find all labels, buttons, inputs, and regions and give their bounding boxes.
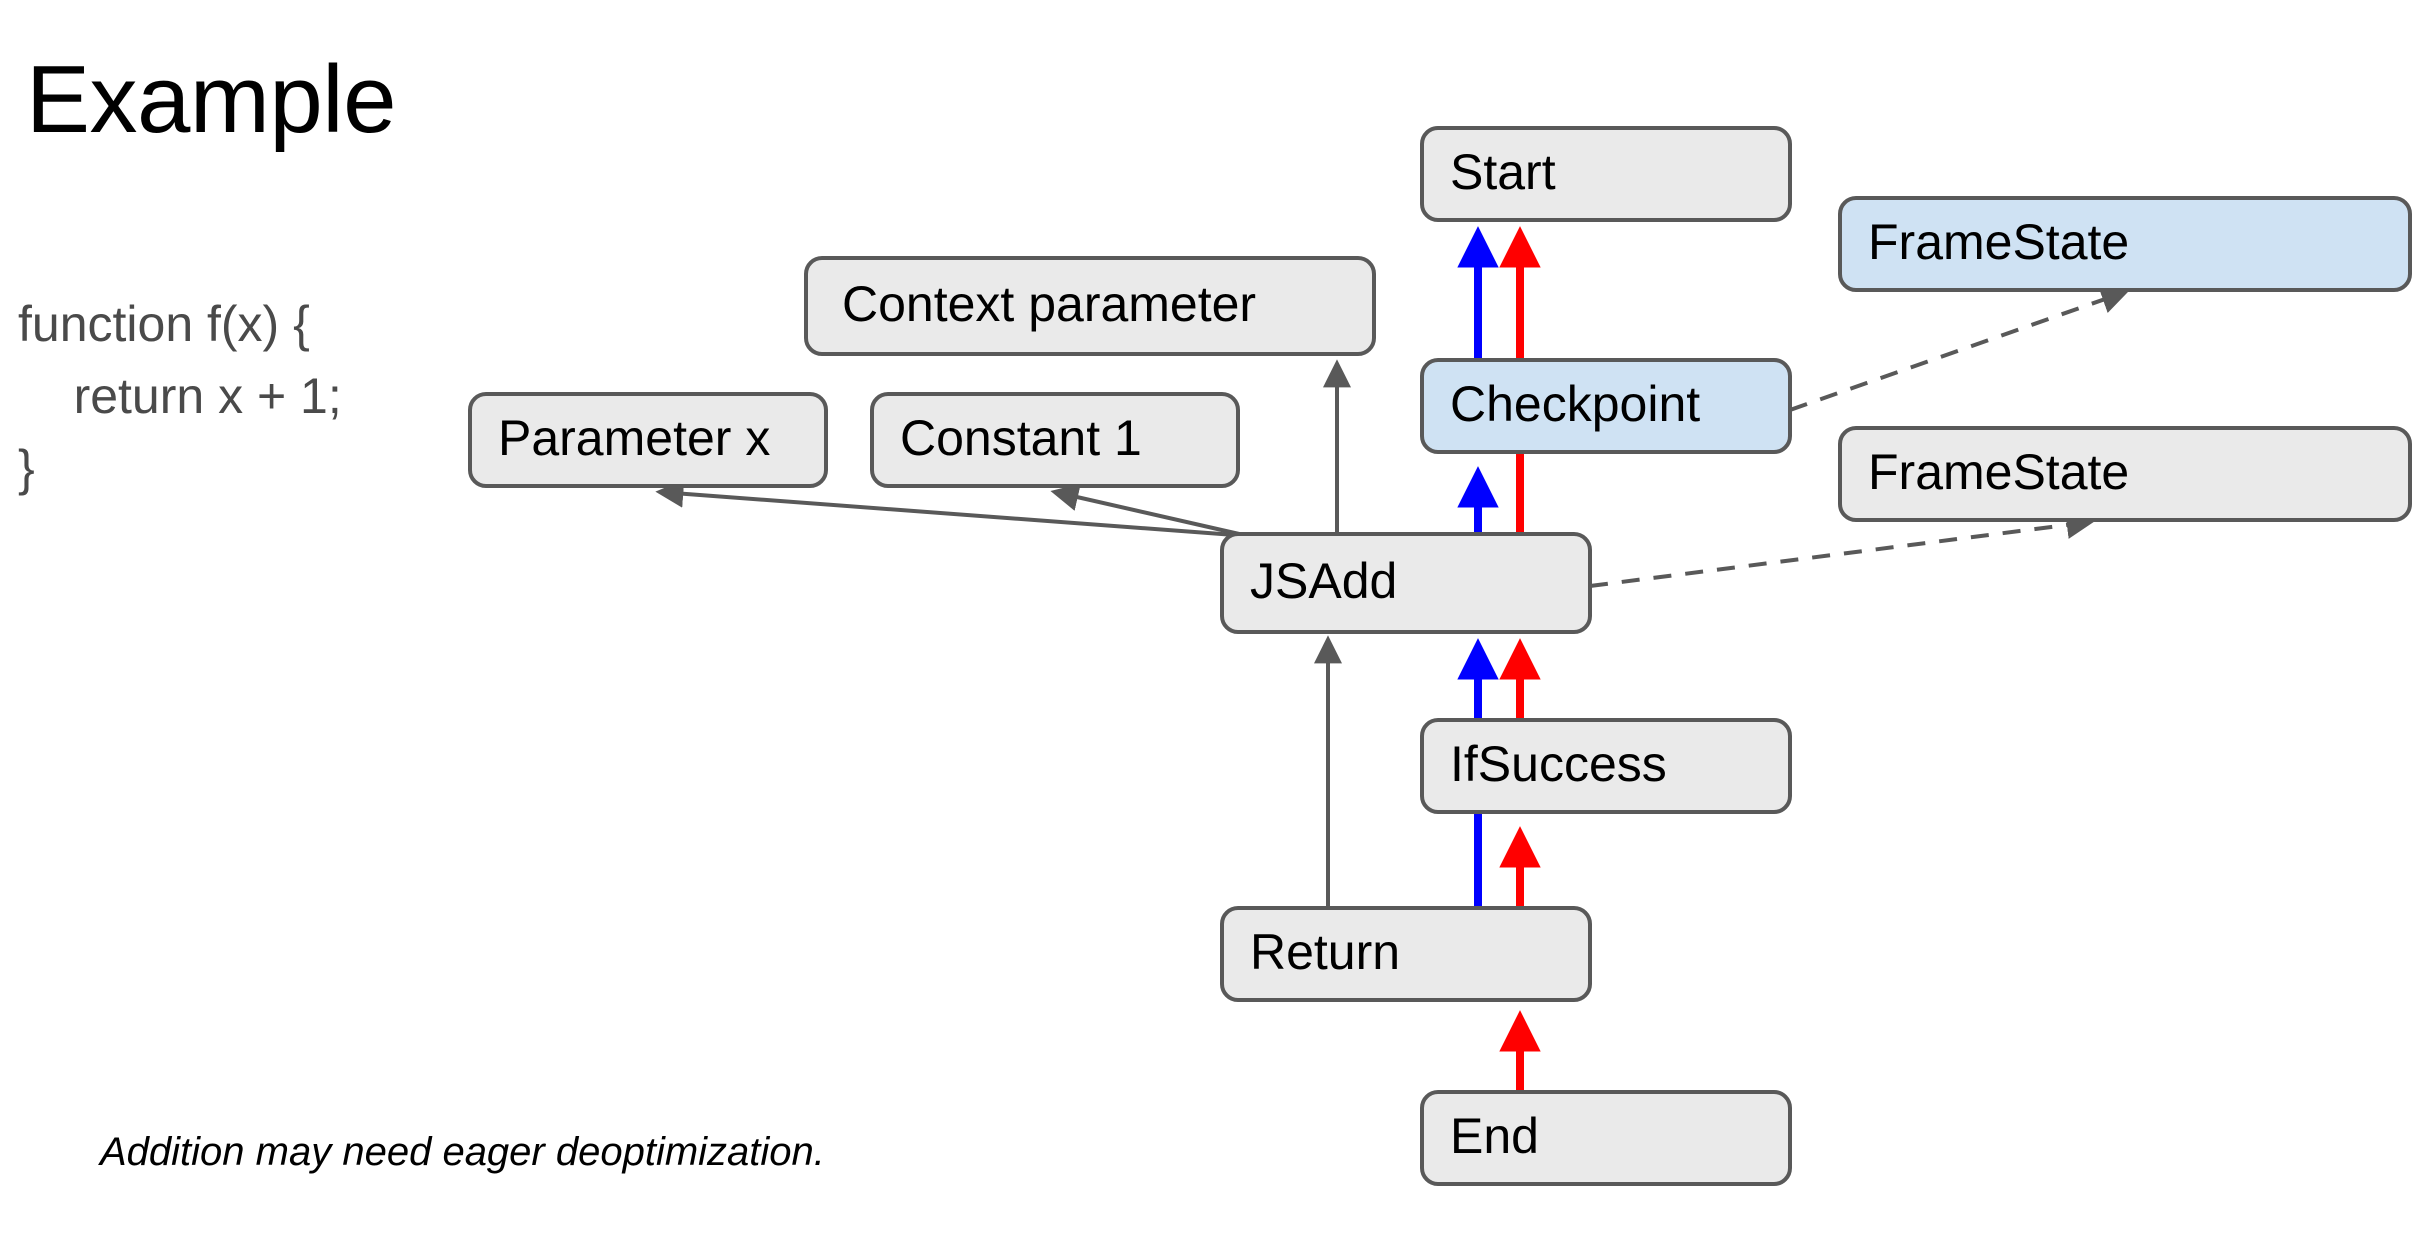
- node-end-box[interactable]: [1420, 1090, 1792, 1186]
- node-return-label: Return: [1250, 924, 1400, 980]
- code-snippet: function f(x) { return x + 1; }: [18, 296, 342, 496]
- node-framestate-1[interactable]: FrameState: [1838, 196, 2412, 292]
- node-constant-1[interactable]: Constant 1: [870, 392, 1240, 488]
- edge-jsadd-framestate-2: [1589, 511, 2095, 588]
- node-checkpoint-label: Checkpoint: [1450, 376, 1700, 432]
- node-parameter-x-box[interactable]: [468, 392, 828, 488]
- node-framestate-1-label: FrameState: [1868, 214, 2129, 270]
- node-framestate-2-box[interactable]: [1838, 426, 2412, 522]
- node-ifsuccess-box[interactable]: [1420, 718, 1792, 814]
- node-context-parameter-box[interactable]: [804, 256, 1376, 356]
- node-context-parameter-label: Context parameter: [842, 276, 1256, 332]
- node-start[interactable]: Start: [1420, 126, 1792, 222]
- node-framestate-2[interactable]: FrameState: [1838, 426, 2412, 522]
- node-return-box[interactable]: [1220, 906, 1592, 1002]
- node-ifsuccess[interactable]: IfSuccess: [1420, 718, 1792, 814]
- node-framestate-1-box[interactable]: [1838, 196, 2412, 292]
- edge-checkpoint-framestate-1: [1789, 286, 2130, 412]
- node-constant-1-label: Constant 1: [900, 410, 1142, 466]
- node-context-parameter[interactable]: Context parameter: [804, 256, 1376, 356]
- node-end-label: End: [1450, 1108, 1539, 1164]
- node-parameter-x[interactable]: Parameter x: [468, 392, 828, 488]
- node-parameter-x-label: Parameter x: [498, 410, 770, 466]
- node-jsadd-box[interactable]: [1220, 532, 1592, 634]
- page-title: Example: [26, 46, 397, 153]
- node-start-box[interactable]: [1420, 126, 1792, 222]
- node-constant-1-box[interactable]: [870, 392, 1240, 488]
- edge-jsadd-parameter-x: [655, 479, 1249, 538]
- node-ifsuccess-label: IfSuccess: [1450, 736, 1667, 792]
- node-checkpoint-box[interactable]: [1420, 358, 1792, 454]
- edge-jsadd-constant-1: [1050, 483, 1249, 538]
- value-edge-group: [655, 359, 1351, 908]
- node-start-label: Start: [1450, 144, 1556, 200]
- node-framestate-2-label: FrameState: [1868, 444, 2129, 500]
- node-end[interactable]: End: [1420, 1090, 1792, 1186]
- node-checkpoint[interactable]: Checkpoint: [1420, 358, 1792, 454]
- slide-caption: Addition may need eager deoptimization.: [100, 1130, 825, 1174]
- node-jsadd[interactable]: JSAdd: [1220, 532, 1592, 634]
- node-jsadd-label: JSAdd: [1250, 553, 1397, 609]
- node-return[interactable]: Return: [1220, 906, 1592, 1002]
- framestate-edge-group: [1589, 286, 2130, 588]
